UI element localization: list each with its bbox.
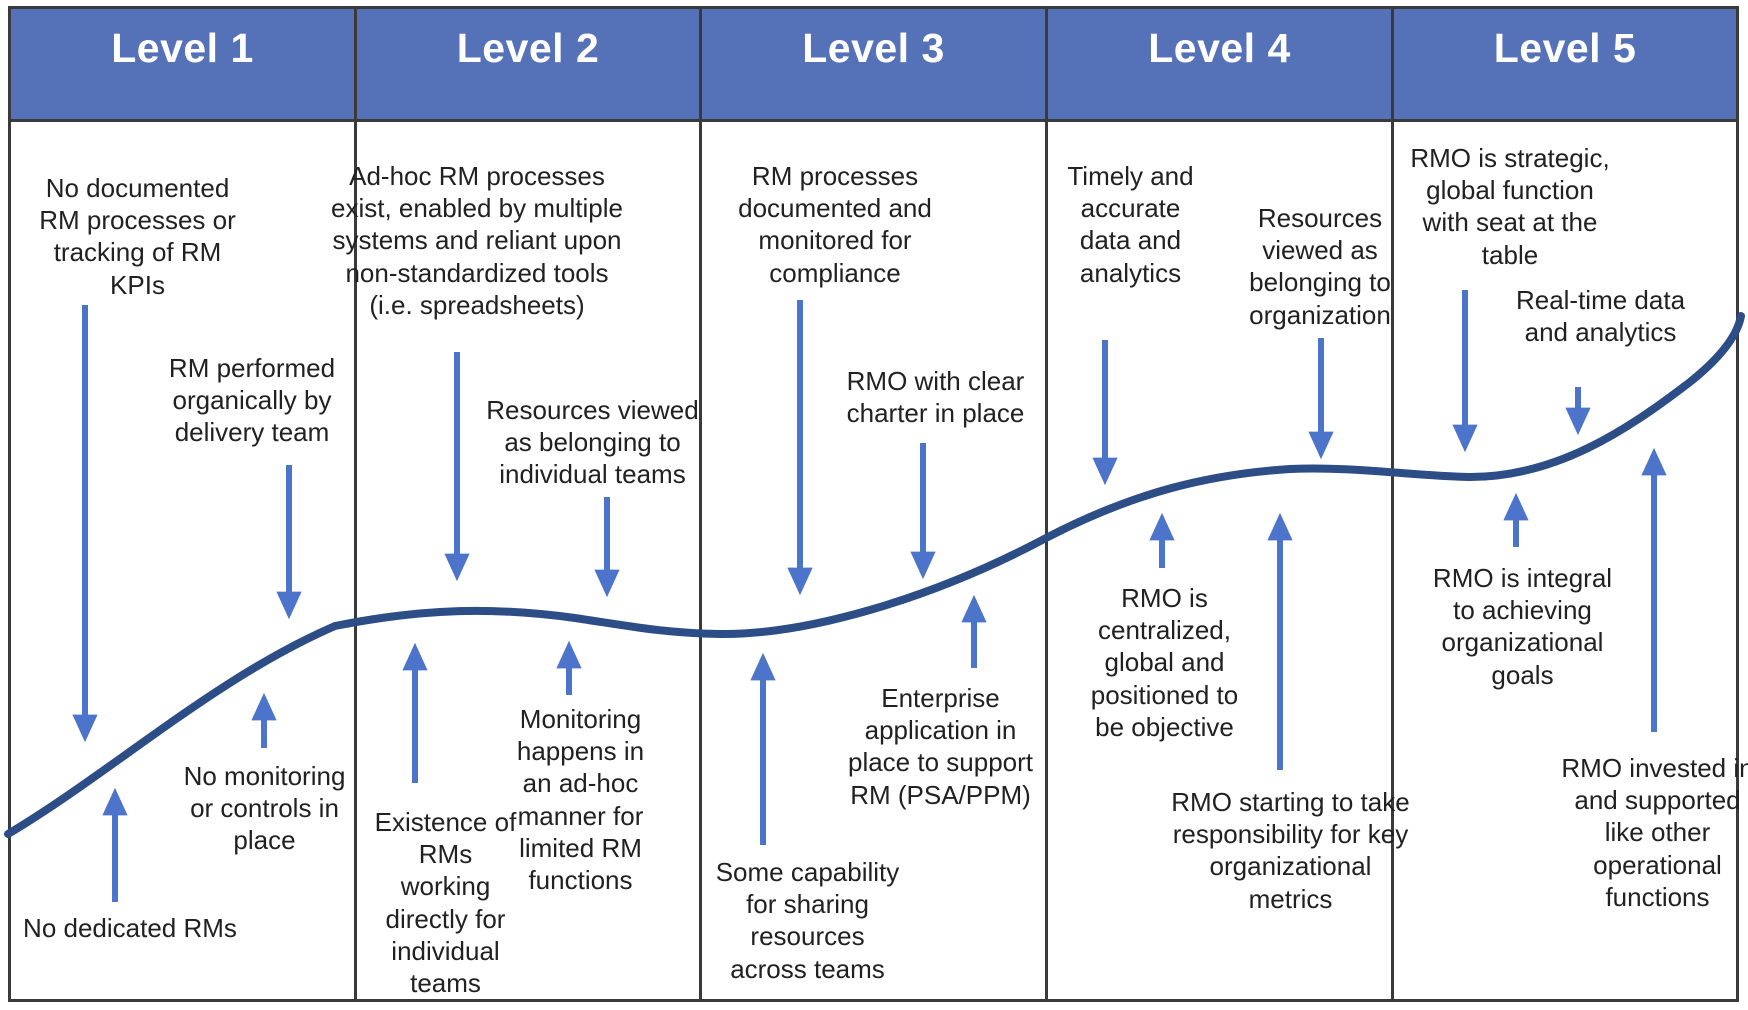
annotation-rm-processes-documented: RM processes documented and monitored fo… (738, 161, 932, 288)
annotation-no-documented-processes: No documented RM processes or tracking o… (39, 173, 236, 300)
annotation-some-capability-sharing: Some capability for sharing resources ac… (715, 857, 900, 984)
level-5-header: Level 5 (1493, 25, 1637, 71)
annotation-rmo-centralized-global: RMO is centralized, global and positione… (1090, 583, 1239, 742)
annotation-adhoc-rm-processes: Ad-hoc RM processes exist, enabled by mu… (331, 161, 623, 320)
level-2-header: Level 2 (456, 25, 600, 71)
column-divider (1045, 6, 1048, 1002)
annotation-no-monitoring-controls: No monitoring or controls in place (183, 761, 346, 856)
annotation-resources-organization: Resources viewed as belonging to organiz… (1249, 203, 1391, 330)
annotation-rmo-key-metrics: RMO starting to take responsibility for … (1171, 787, 1410, 914)
annotation-timely-accurate-data: Timely and accurate data and analytics (1067, 161, 1194, 288)
annotation-realtime-data-analytics: Real-time data and analytics (1515, 285, 1686, 348)
level-header-band (11, 9, 1736, 122)
annotation-rm-performed-organically: RM performed organically by delivery tea… (168, 353, 336, 448)
annotation-rmo-integral-goals: RMO is integral to achieving organizatio… (1432, 563, 1613, 690)
level-1-header: Level 1 (111, 25, 254, 71)
level-4-header: Level 4 (1148, 25, 1291, 71)
level-3-header: Level 3 (802, 25, 945, 71)
annotation-rmo-clear-charter: RMO with clear charter in place (846, 366, 1025, 429)
column-divider (699, 6, 702, 1002)
annotation-existence-of-rms: Existence of RMs working directly for in… (374, 807, 517, 999)
annotation-rmo-strategic-global: RMO is strategic, global function with s… (1410, 143, 1610, 270)
annotation-resources-individual-teams: Resources viewed as belonging to individ… (486, 395, 699, 490)
annotation-rmo-invested-supported: RMO invested in and supported like other… (1561, 753, 1748, 912)
annotation-no-dedicated-rms: No dedicated RMs (23, 913, 237, 943)
annotation-monitoring-adhoc: Monitoring happens in an ad-hoc manner f… (516, 704, 645, 896)
annotation-enterprise-application: Enterprise application in place to suppo… (847, 683, 1033, 810)
